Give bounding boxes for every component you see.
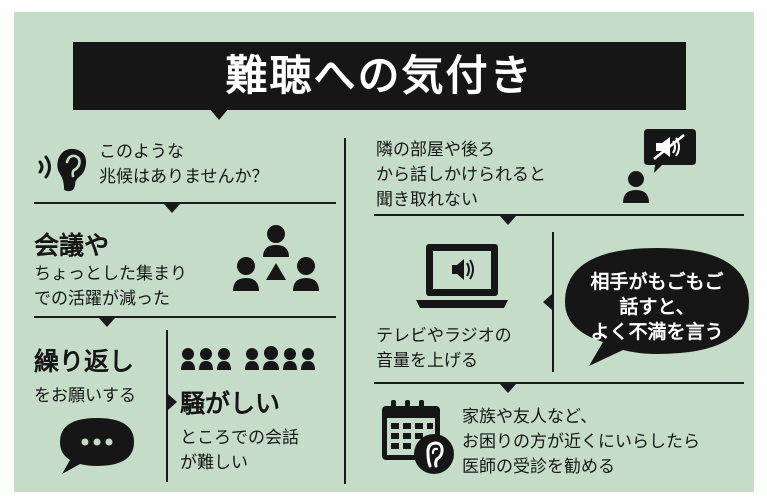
title-pointer [209,108,229,120]
complaint-line-2: 話すと、 [619,296,695,318]
intro-line-2: 兆候はありませんか？ [99,167,269,187]
divider [374,382,744,384]
divider [34,316,336,318]
complaint-line-1: 相手がもごもご [590,271,724,293]
advice-line-1: 家族や友人など、 [462,407,598,427]
infographic-panel: 難聴への気付き このような 兆候はありませんか？ 会議や ちょっとした集まり で… [14,12,754,492]
meeting-group-icon [233,225,319,291]
divider [552,232,554,372]
behind-line-2: から話しかけられると [376,165,546,185]
noisy-line-2: が難しい [180,453,248,473]
divider-pointer [164,204,180,213]
intro-line-1: このような [99,142,184,162]
divider [34,202,336,204]
divider [166,330,168,482]
column-divider [344,138,346,484]
divider-pointer [99,318,115,327]
complaint-line-3: よく不満を言う [590,321,724,343]
repeat-heading: 繰り返し [34,347,135,376]
speech-bubble-icon [60,418,134,474]
repeat-line-1: をお願いする [34,386,136,406]
behind-line-3: 聞き取れない [376,190,478,210]
complaint-text: 相手がもごもご 話すと、 よく不満を言う [562,270,752,345]
calendar-ear-icon [382,400,454,474]
laptop-speaker-icon [416,244,508,308]
divider-pointer [543,294,552,310]
complaint-bubble [565,248,749,366]
advice-line-3: 医師の受診を勧める [462,457,615,477]
page-title: 難聴への気付き [73,42,686,110]
muted-speaker-bubble-icon [623,129,696,203]
meeting-heading: 会議や [34,231,110,260]
divider-pointer [500,384,516,393]
tv-line-1: テレビやラジオの [376,326,512,346]
noisy-line-1: ところでの会話 [180,428,299,448]
divider-pointer [500,216,516,225]
tv-line-2: 音量を上げる [376,351,478,371]
divider-pointer [168,394,177,410]
advice-line-2: お困りの方が近くにいらしたら [462,432,700,452]
divider [374,214,744,216]
meeting-line-1: ちょっとした集まり [34,264,187,284]
noisy-heading: 騒がしい [180,389,281,418]
ear-icon [38,148,87,192]
meeting-line-2: での活躍が減った [34,289,170,309]
behind-line-1: 隣の部屋や後ろ [376,140,495,160]
crowd-icon [181,346,315,370]
